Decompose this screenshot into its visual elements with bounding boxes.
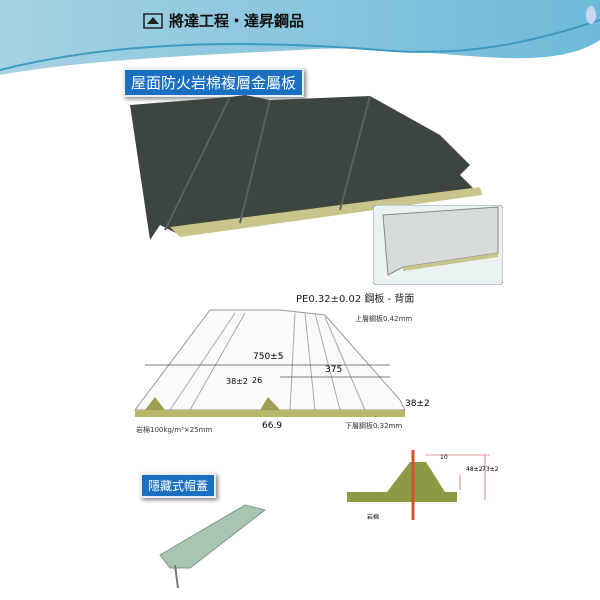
brand-logo: 將達工程‧達昇鋼品 xyxy=(143,10,304,31)
label-edge-height: 38±2 xyxy=(405,399,430,409)
label-rib-base: 66.9 xyxy=(262,421,283,431)
brand-name: 將達工程‧達昇鋼品 xyxy=(169,12,305,30)
panel-dimension-diagram xyxy=(134,309,406,417)
label-core: 岩棉100kg/m³×25mm xyxy=(136,426,213,434)
label-half-width: 375 xyxy=(325,365,343,375)
product-title: 屋面防火岩棉複層金屬板 xyxy=(123,68,305,97)
roof-panel-photo xyxy=(130,95,482,240)
label-dim-total: 73±2 xyxy=(482,466,499,473)
label-rib-top: 26 xyxy=(252,376,263,385)
label-dim-top: 10 xyxy=(440,454,448,461)
panel-back-photo xyxy=(373,205,503,285)
back-caption: PE0.32±0.02 鋼板 - 背面 xyxy=(296,294,415,305)
label-dim-mid: 48±2 xyxy=(466,466,483,473)
section-diagram xyxy=(347,450,490,520)
label-rib-height: 38±2 xyxy=(226,377,248,386)
logo-icon xyxy=(143,12,163,29)
header-wave-background xyxy=(0,0,600,75)
cap-title: 隱藏式帽蓋 xyxy=(140,473,217,498)
hidden-cap-photo xyxy=(159,504,267,589)
label-bottom-sheet: 下層鋼板0.32mm xyxy=(345,422,403,430)
label-top-sheet: 上層鋼板0.42mm xyxy=(355,315,413,323)
label-width: 750±5 xyxy=(253,352,284,362)
label-section-core: 岩棉 xyxy=(367,514,380,521)
